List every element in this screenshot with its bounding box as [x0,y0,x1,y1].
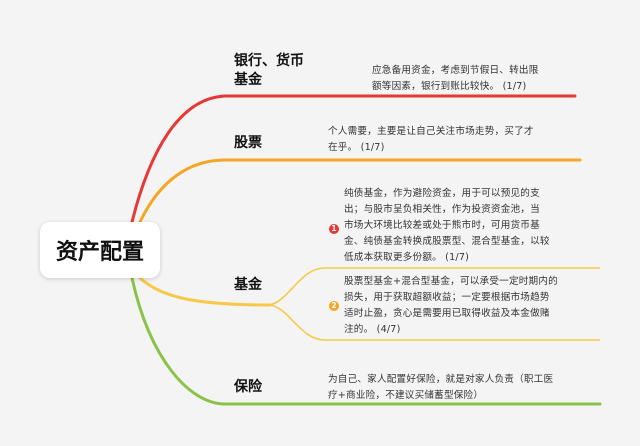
branch-insurance-label[interactable]: 保险 [234,378,262,397]
link-root-fund [138,276,272,307]
branch-insurance-label-text: 保险 [234,379,262,395]
note-line: 低成本获取更多份额。 (1/7) [344,252,470,263]
branch-bank-label-line2: 基金 [234,72,262,88]
link-root-bank [130,94,577,224]
root-label: 资产配置 [55,240,144,265]
note-line: 在乎。 (1/7) [328,142,385,153]
branch-fund-label-text: 基金 [234,277,262,293]
note-line: 出；与股市呈负相关性，作为投资资金池，当 [344,204,540,215]
root-node[interactable]: 资产配置 [40,222,160,278]
note-bank: 应急备用资金，考虑到节假日、转出限 额等因素，银行到账比较快。 (1/7) [372,63,539,95]
note-line: 损失，用于获取超额收益；一定要根据市场趋势 [344,292,550,303]
branch-bank-label[interactable]: 银行、货币 基金 [234,52,304,90]
note-line: 适时止盈，贪心是需要用已取得收益及本金做赌 [344,308,550,319]
branch-fund-label[interactable]: 基金 [234,276,262,295]
note-stock: 个人需要，主要是让自己关注市场走势，买了才 在乎。 (1/7) [328,124,534,156]
note-fund-2: 股票型基金+混合型基金，可以承受一定时期内的 损失，用于获取超额收益；一定要根据… [344,274,558,338]
branch-stock-label[interactable]: 股票 [234,134,262,153]
link-root-insurance [130,276,602,406]
note-line: 金、纯债基金转换成股票型、混合型基金，以较 [344,236,550,247]
note-line: 股票型基金+混合型基金，可以承受一定时期内的 [344,276,558,287]
link-fund-note1 [269,267,600,306]
note-line: 纯债基金，作为避险资金，用于可以预见的支 [344,188,540,199]
link-fund-note2 [269,304,600,341]
note-line: 额等因素，银行到账比较快。 (1/7) [372,81,527,92]
branch-bank-label-line1: 银行、货币 [234,53,304,69]
note-line: 为自己、家人配置好保险，就是对家人负责（职工医 [328,374,554,385]
note-insurance: 为自己、家人配置好保险，就是对家人负责（职工医 疗+商业险，不建议买储蓄型保险） [328,372,553,404]
note-fund-1: 纯债基金，作为避险资金，用于可以预见的支 出；与股市呈负相关性，作为投资资金池，… [344,186,550,266]
note-line: 个人需要，主要是让自己关注市场走势，买了才 [328,126,534,137]
priority-2-icon: 2 [329,301,339,311]
priority-1-icon: 1 [329,224,339,234]
branch-stock-label-text: 股票 [234,135,262,151]
note-line: 疗+商业险，不建议买储蓄型保险） [328,390,484,401]
note-line: 市场大环境比较差或处于熊市时，可用货币基 [344,220,540,231]
note-line: 应急备用资金，考虑到节假日、转出限 [372,65,539,76]
link-root-stock [138,158,582,224]
note-line: 注的。 (4/7) [344,324,401,335]
